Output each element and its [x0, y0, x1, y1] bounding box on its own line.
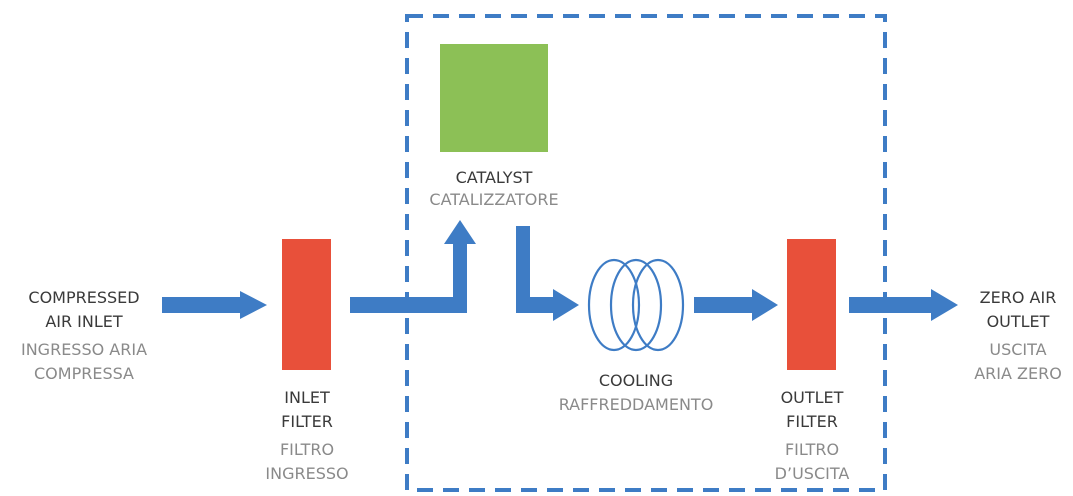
cooling-label-it: RAFFREDDAMENTO: [559, 395, 714, 414]
outlet-filter-label-it-1: FILTRO: [785, 440, 839, 459]
catalyst-block: [440, 44, 548, 152]
inlet-filter-label-en-2: FILTER: [281, 412, 333, 431]
inlet-label-it-2: COMPRESSA: [34, 364, 134, 383]
outlet-label-en-1: ZERO AIR: [980, 288, 1057, 307]
inlet-filter-label-en-1: INLET: [284, 388, 330, 407]
inlet-label-it-1: INGRESSO ARIA: [21, 340, 147, 359]
catalyst-label-en: CATALYST: [456, 168, 533, 187]
arrow-right-icon: [849, 289, 958, 321]
inlet-label-en-2: AIR INLET: [45, 312, 123, 331]
outlet-label-en-2: OUTLET: [987, 312, 1050, 331]
inlet-label-en-1: COMPRESSED: [28, 288, 139, 307]
cooling-label-en: COOLING: [599, 371, 673, 390]
outlet-filter-block: [787, 239, 836, 370]
arrow-right-icon: [162, 291, 267, 319]
inlet-filter-label-it-1: FILTRO: [280, 440, 334, 459]
outlet-filter-label-en-1: OUTLET: [781, 388, 844, 407]
catalyst-module-frame: [405, 14, 887, 492]
cooling-coil-icon: [587, 258, 685, 352]
inlet-filter-label-it-2: INGRESSO: [265, 464, 348, 483]
arrow-right-icon: [694, 289, 778, 321]
arrow-down-right-icon: [516, 226, 579, 321]
catalyst-label-it: CATALIZZATORE: [429, 190, 558, 209]
outlet-filter-label-it-2: D’USCITA: [775, 464, 850, 483]
outlet-filter-label-en-2: FILTER: [786, 412, 838, 431]
arrow-up-icon: [350, 220, 476, 313]
outlet-label-it-2: ARIA ZERO: [974, 364, 1062, 383]
outlet-label-it-1: USCITA: [989, 340, 1046, 359]
inlet-filter-block: [282, 239, 331, 370]
